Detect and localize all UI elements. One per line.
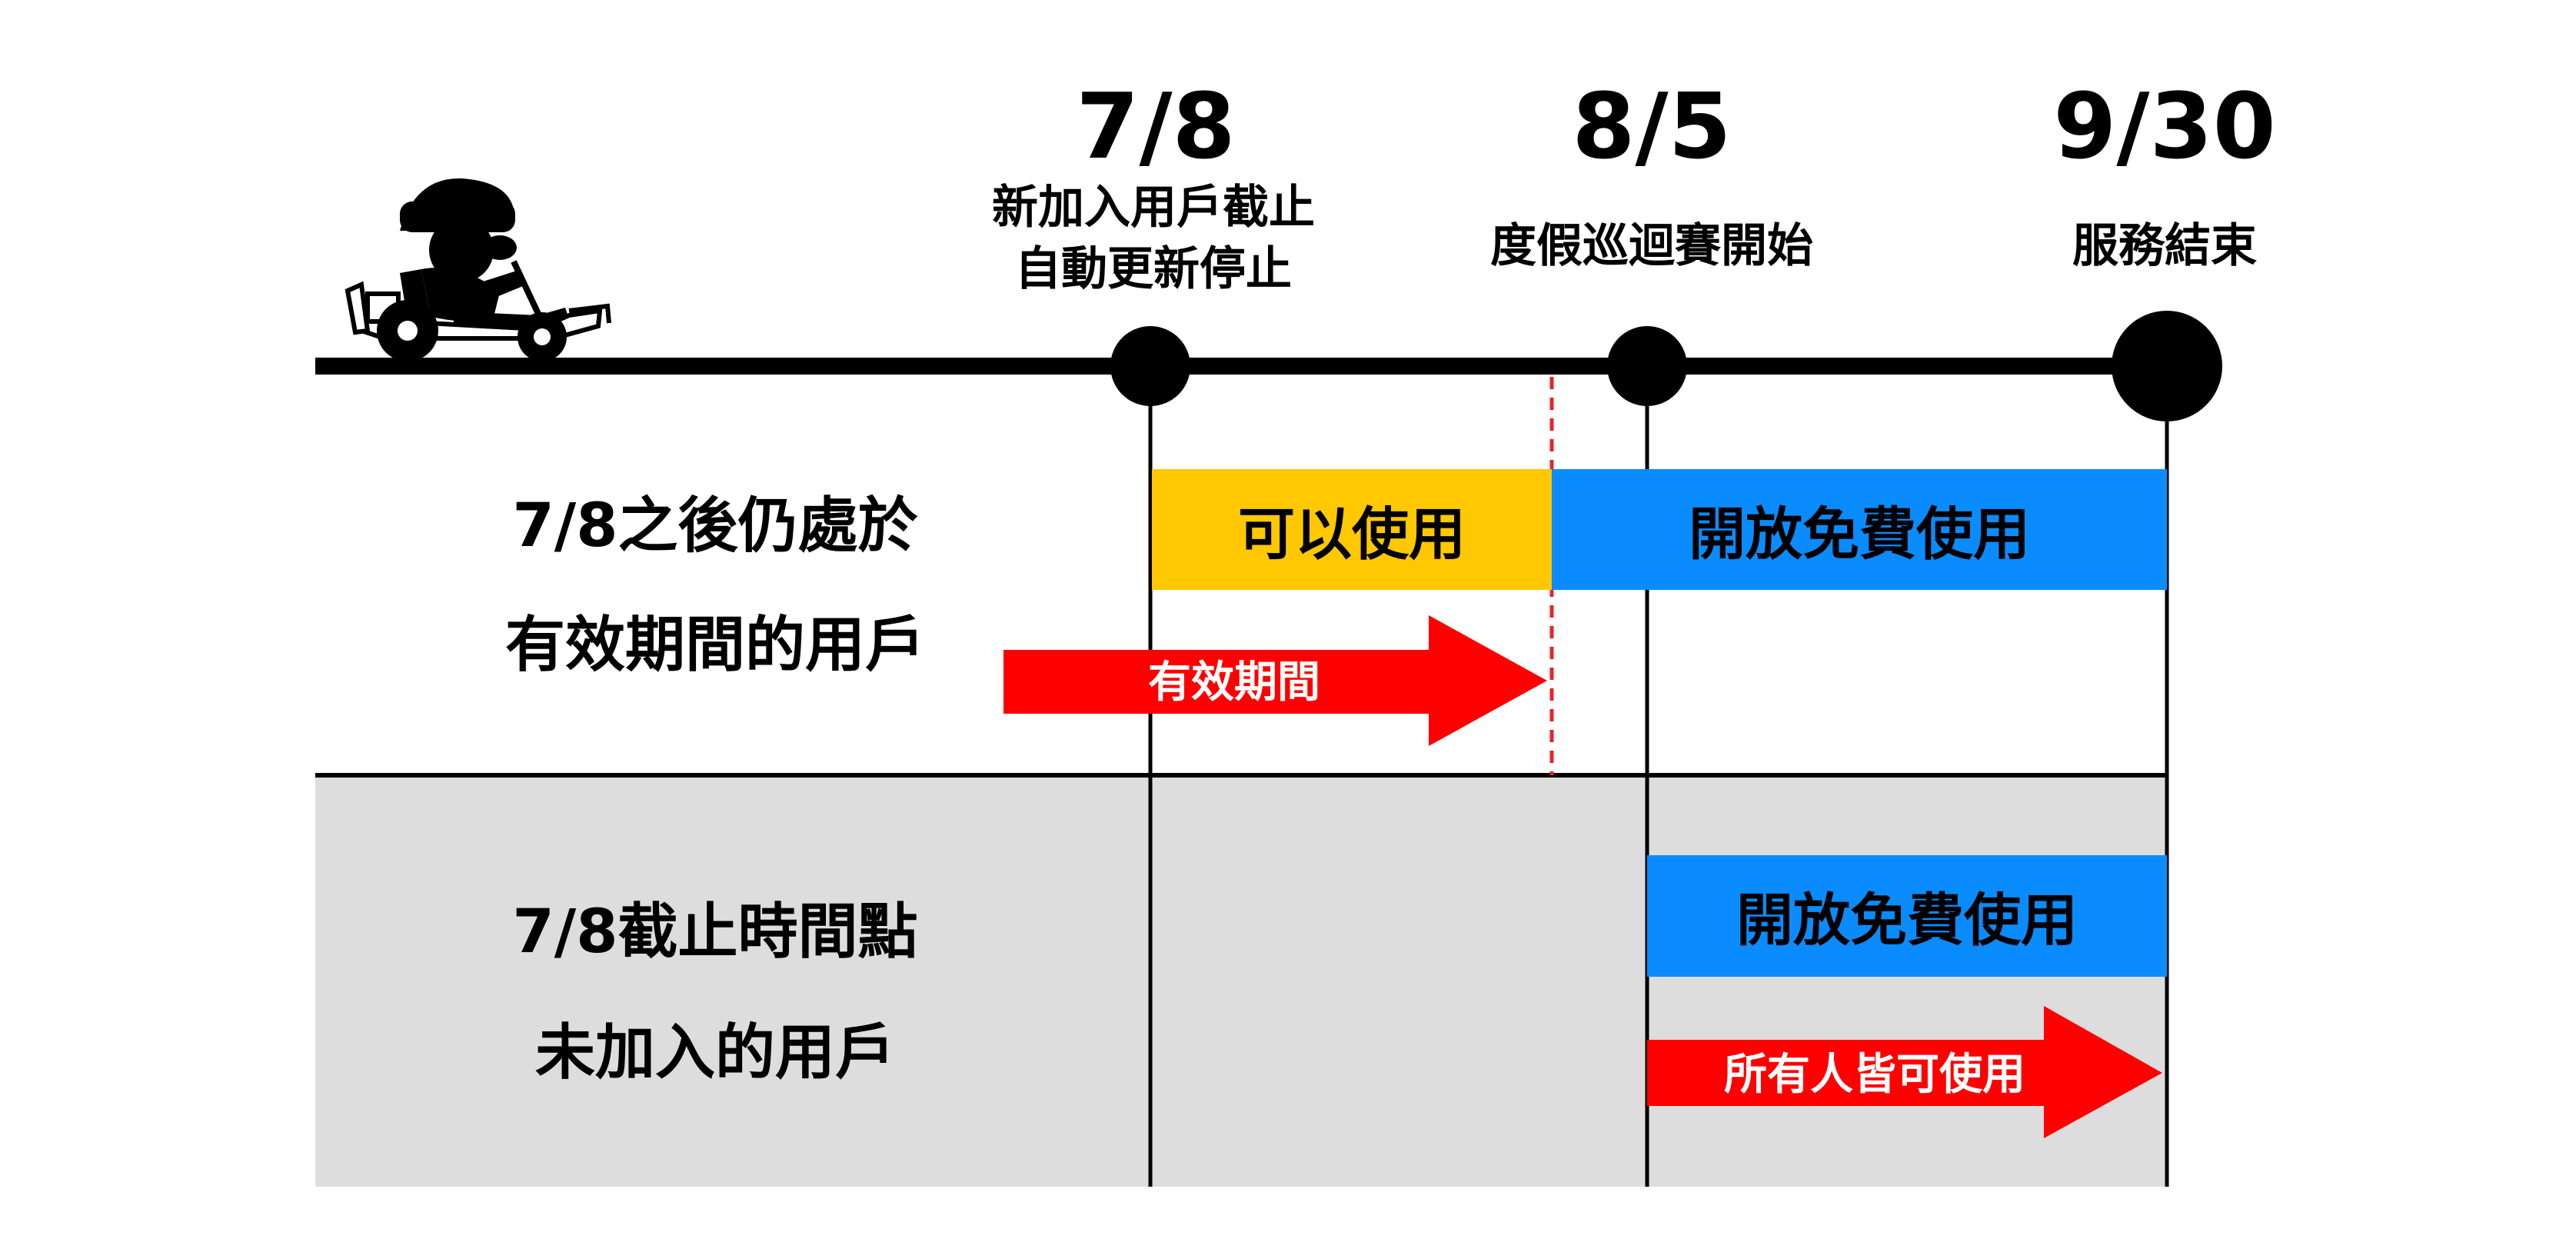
milestone-desc-8-5: 度假巡迴賽開始 [1490,219,1813,273]
free-period-label-new: 開放免費使用 [1736,888,2078,954]
milestone-dot-9-30 [2112,311,2222,421]
existing-users-label-line2: 有效期間的用戶 [505,611,925,680]
milestone-desc-7-8-line2: 自動更新停止 [1015,242,1292,296]
milestone-dot-8-5 [1607,326,1687,406]
milestone-desc-9-30: 服務結束 [2072,219,2257,273]
new-users-section [315,775,2167,1187]
milestone-date-8-5: 8/5 [1572,73,1731,179]
timeline-axis [315,358,2167,375]
milestone-dot-7-8 [1110,326,1190,406]
validity-arrow-label: 有效期間 [1148,658,1320,708]
kart-driver-icon [344,178,611,361]
usable-period-label: 可以使用 [1238,501,1466,568]
milestone-date-9-30: 9/30 [2053,73,2275,179]
free-period-label-existing: 開放免費使用 [1689,501,2030,568]
milestone-date-7-8: 7/8 [1076,73,1235,179]
usable-period-bar [1152,469,1552,590]
new-users-label-line2: 未加入的用戶 [535,1018,895,1087]
free-period-bar-existing [1552,469,2167,590]
existing-users-label-line1: 7/8之後仍處於 [512,491,917,561]
everyone-arrow [1647,1006,2162,1138]
free-period-bar-new [1647,855,2167,977]
everyone-arrow-label: 所有人皆可使用 [1724,1050,2025,1100]
validity-arrow [1003,615,1547,746]
new-users-label-line1: 7/8截止時間點 [512,898,917,967]
milestone-desc-7-8-line1: 新加入用戶截止 [992,181,1315,235]
